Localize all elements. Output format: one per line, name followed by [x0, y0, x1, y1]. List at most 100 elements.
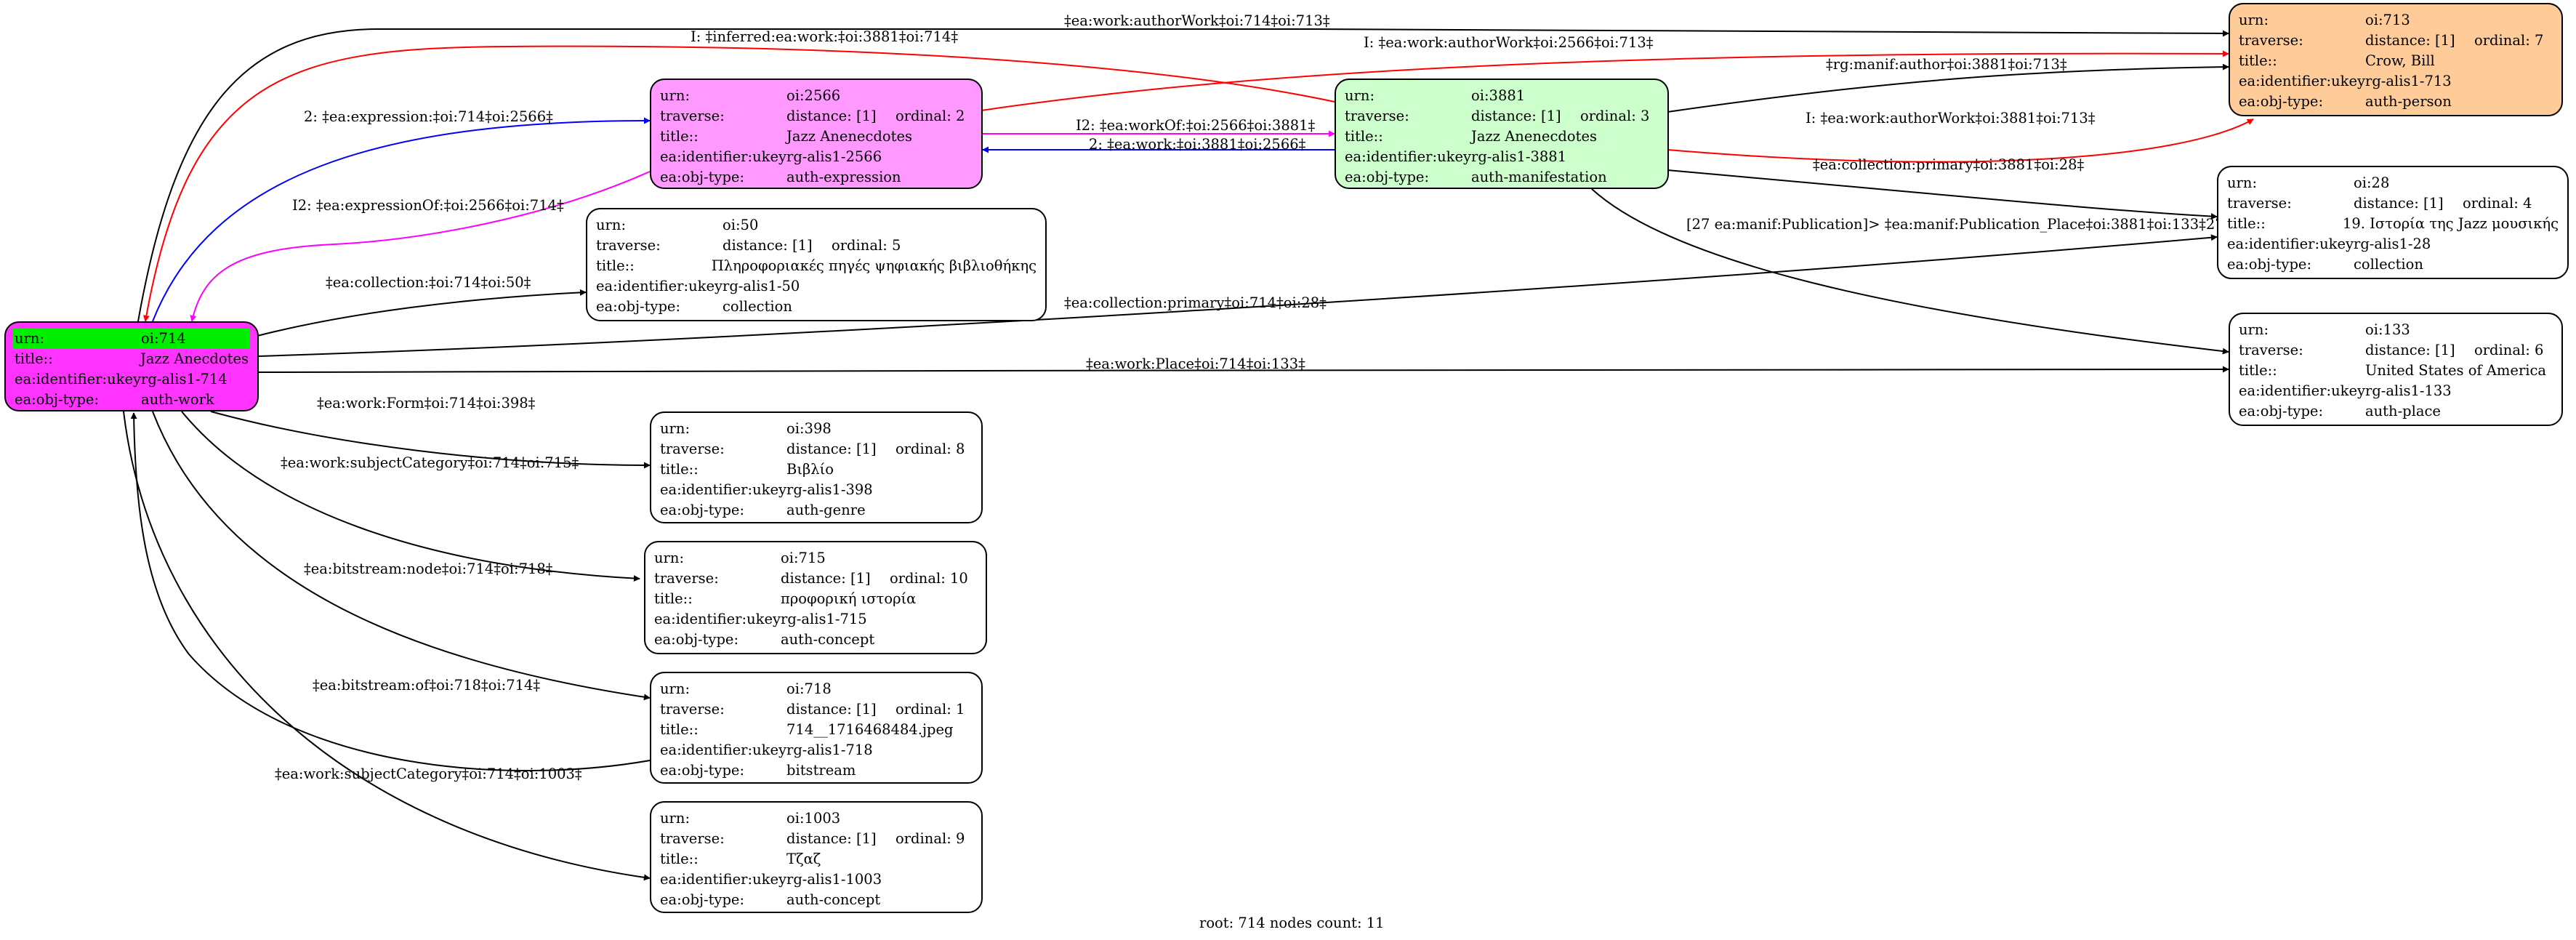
node-oi-1003[interactable]: urn:oi:1003 traverse:distance: [1]ordina… — [650, 801, 983, 913]
node-oi-714[interactable]: urn:oi:714 title::Jazz Anecdotes ea:iden… — [4, 321, 259, 411]
edge-inferred-3881-714 — [142, 45, 1335, 322]
node-row-type: ea:obj-type:auth-concept — [660, 890, 973, 910]
field-key: urn: — [660, 680, 691, 697]
node-row-urn: urn:oi:28 — [2227, 173, 2559, 193]
edge-label-form-714-398: ‡ea:work:Form‡oi:714‡oi:398‡ — [317, 395, 536, 411]
node-row-urn: urn:oi:3881 — [1345, 86, 1659, 106]
field-value: Jazz Anecdotes — [140, 350, 249, 367]
node-row-traverse: traverse: distance: [1] ordinal: 4 — [2227, 193, 2559, 214]
field-distance: distance: [1] — [2354, 195, 2444, 212]
node-row-traverse: traverse:distance: [1]ordinal: 2 — [660, 106, 973, 126]
edge-subjcat-714-1003 — [123, 411, 651, 881]
field-key: ea:identifier:ukey — [596, 278, 723, 294]
field-value: oi:398 — [786, 420, 832, 437]
edge-manifpub-3881-133 — [1591, 188, 2229, 355]
graph-footer: root: 714 nodes count: 11 — [1199, 915, 1385, 931]
field-key: ea:identifier:ukey — [2239, 382, 2365, 399]
edge-label-bitnode-714-718: ‡ea:bitstream:node‡oi:714‡oi:718‡ — [304, 561, 553, 577]
field-key: ea:identifier:ukey — [654, 611, 781, 627]
field-key: traverse: — [2239, 342, 2303, 358]
field-key: ea:obj-type: — [596, 298, 681, 315]
node-oi-3881[interactable]: urn:oi:3881 traverse:distance: [1]ordina… — [1335, 79, 1669, 189]
field-key: ea:obj-type: — [660, 502, 745, 518]
node-row-title: title::Βιβλίο — [660, 459, 973, 480]
field-value: oi:50 — [723, 217, 759, 233]
node-row-urn: urn:oi:50 — [596, 215, 1037, 236]
node-oi-398[interactable]: urn: oi:398 traverse:distance: [1]ordinal… — [650, 411, 983, 523]
node-oi-28[interactable]: urn:oi:28 traverse: distance: [1] ordinal:… — [2217, 166, 2569, 279]
field-key: traverse: — [654, 570, 719, 587]
field-key: title:: — [660, 461, 699, 478]
node-row-type: ea:obj-type:bitstream — [660, 760, 973, 781]
field-value: rg-alis1-1003 — [786, 871, 882, 888]
field-ordinal: ordinal: 9 — [895, 830, 965, 847]
field-key: urn: — [2227, 174, 2258, 191]
edge-subjcat-714-715 — [181, 411, 640, 582]
field-value: collection — [723, 298, 792, 315]
field-distance: distance: [1] — [2365, 32, 2455, 49]
field-value: oi:3881 — [1471, 87, 1526, 104]
node-row-title: title::προφορική ιστορία — [654, 589, 977, 609]
edge-colprimary-714-28 — [257, 234, 2218, 357]
field-key: title:: — [2227, 215, 2266, 232]
field-key: ea:identifier:ukey — [660, 871, 786, 888]
field-key: ea:obj-type: — [654, 631, 739, 648]
field-key: title:: — [2239, 362, 2277, 379]
field-value: auth-place — [2365, 403, 2441, 419]
field-value: Crow, Bill — [2365, 52, 2435, 69]
node-row-title: title::Τζαζ — [660, 849, 973, 869]
field-ordinal: ordinal: 6 — [2474, 342, 2544, 358]
field-key: traverse: — [2227, 195, 2292, 212]
field-key: urn: — [660, 87, 691, 104]
field-key: title:: — [660, 721, 699, 738]
field-ordinal: ordinal: 10 — [890, 570, 968, 587]
edge-label-work-3881-2566: 2: ‡ea:work:‡oi:3881‡oi:2566‡ — [1089, 136, 1306, 153]
field-value: Πληροφοριακές πηγές ψηφιακής βιβλιοθήκης — [711, 257, 1037, 274]
field-value: rg-alis1-133 — [2365, 382, 2452, 399]
node-row-traverse: traverse:distance: [1]ordinal: 3 — [1345, 106, 1659, 126]
edge-label-manifpub-3881-133: [27 ea:manif:Publication]> ‡ea:manif:Pub… — [1686, 216, 2224, 233]
field-value: rg-alis1-713 — [2365, 73, 2452, 89]
field-value: oi:133 — [2365, 321, 2410, 338]
field-key: ea:identifier:ukey — [2227, 236, 2354, 252]
field-key: traverse: — [596, 237, 661, 254]
node-oi-715[interactable]: urn: oi:715 traverse: distance: [1] ordinal… — [644, 541, 987, 654]
edge-authorwork-714-713 — [137, 28, 2229, 322]
field-value: rg-alis1-398 — [786, 481, 873, 498]
field-value: Jazz Anenecdotes — [786, 128, 912, 145]
edge-place-714-133 — [257, 366, 2229, 373]
field-value: oi:715 — [781, 550, 826, 566]
field-key: ea:obj-type: — [2239, 93, 2324, 110]
field-distance: distance: [1] — [786, 441, 877, 457]
field-key: ea:identifier:ukey — [15, 371, 141, 387]
node-oi-133[interactable]: urn:oi:133 traverse:distance: [1]ordinal… — [2229, 313, 2563, 426]
node-oi-713[interactable]: urn:oi:713 traverse:distance: [1]ordinal… — [2229, 3, 2563, 116]
edge-form-714-398 — [210, 411, 651, 469]
field-key: ea:obj-type: — [660, 891, 745, 908]
field-ordinal: ordinal: 1 — [895, 701, 965, 718]
field-ordinal: ordinal: 4 — [2463, 195, 2532, 212]
field-distance: distance: [1] — [781, 570, 871, 587]
node-row-traverse: traverse:distance: [1]ordinal: 8 — [660, 439, 973, 459]
edge-expression-714-2566 — [152, 117, 651, 322]
node-row-type: ea:obj-type:auth-genre — [660, 500, 973, 521]
field-key: urn: — [660, 420, 691, 437]
field-key: urn: — [654, 550, 685, 566]
field-value: auth-concept — [781, 631, 875, 648]
node-oi-50[interactable]: urn:oi:50 traverse:distance: [1]ordinal:… — [586, 208, 1047, 321]
edge-label-workof-2566-3881: I2: ‡ea:workOf:‡oi:2566‡oi:3881‡ — [1076, 117, 1316, 134]
field-key: urn: — [2239, 12, 2269, 28]
node-oi-718[interactable]: urn:oi:718 traverse:distance: [1]ordinal… — [650, 672, 983, 784]
field-key: title:: — [2239, 52, 2277, 69]
field-value: προφορική ιστορία — [781, 590, 917, 607]
field-distance: distance: [1] — [2365, 342, 2455, 358]
edge-label-inferred-3881-714: I: ‡inferred:ea:work:‡oi:3881‡oi:714‡ — [691, 28, 959, 45]
node-row-urn: urn: oi:715 — [654, 548, 977, 569]
node-oi-2566[interactable]: urn:oi:2566 traverse:distance: [1]ordina… — [650, 79, 983, 189]
field-key: traverse: — [660, 108, 725, 124]
